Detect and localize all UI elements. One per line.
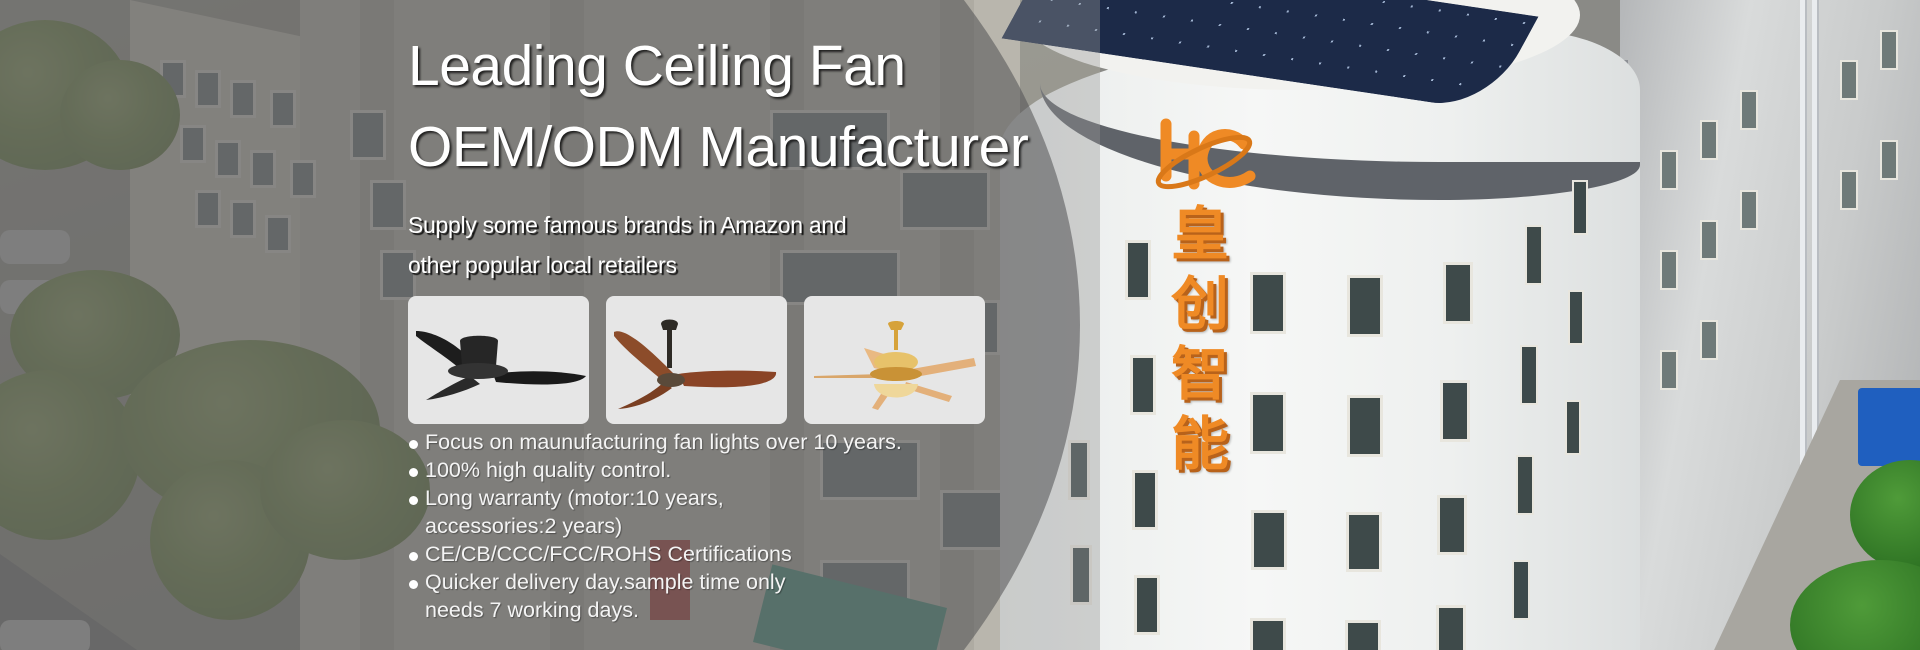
hc-logo-icon: [1155, 118, 1256, 190]
hero-content: Leading Ceiling Fan OEM/ODM Manufacturer…: [408, 0, 1048, 622]
product-cards: [408, 296, 985, 424]
feature-item: Focus on maunufacturing fan lights over …: [408, 428, 902, 456]
subtitle-line: Supply some famous brands in Amazon and: [408, 212, 847, 238]
sign-character: 皇: [1170, 200, 1229, 268]
subtitle: Supply some famous brands in Amazon and …: [408, 205, 1048, 285]
product-card-gold-fan[interactable]: [804, 296, 985, 424]
title-line: Leading Ceiling Fan: [408, 34, 906, 98]
product-card-black-fan[interactable]: [408, 296, 589, 424]
title-line: OEM/ODM Manufacturer: [408, 115, 1029, 179]
sign-character: 智: [1170, 340, 1229, 408]
feature-item-continuation: needs 7 working days.: [425, 598, 639, 622]
blue-truck: [1858, 388, 1920, 466]
fan-black-icon: [416, 331, 586, 400]
feature-list: Focus on maunufacturing fan lights over …: [408, 428, 902, 624]
fan-gold-icon: [814, 321, 976, 410]
subtitle-line: other popular local retailers: [408, 252, 677, 278]
fan-wood-icon: [614, 319, 777, 409]
product-card-wood-fan[interactable]: [606, 296, 787, 424]
feature-item: CE/CB/CCC/FCC/ROHS Certifications: [408, 540, 902, 568]
chinese-company-sign: 皇 创 智 能: [1165, 200, 1235, 478]
feature-item: Long warranty (motor:10 years,: [408, 484, 902, 512]
sign-character: 创: [1170, 270, 1229, 338]
feature-item: 100% high quality control.: [408, 456, 902, 484]
page-title: Leading Ceiling Fan OEM/ODM Manufacturer: [408, 0, 1048, 188]
sign-character: 能: [1170, 410, 1229, 478]
feature-item: Quicker delivery day.sample time only: [408, 568, 902, 596]
feature-item-continuation: accessories:2 years): [425, 514, 623, 538]
